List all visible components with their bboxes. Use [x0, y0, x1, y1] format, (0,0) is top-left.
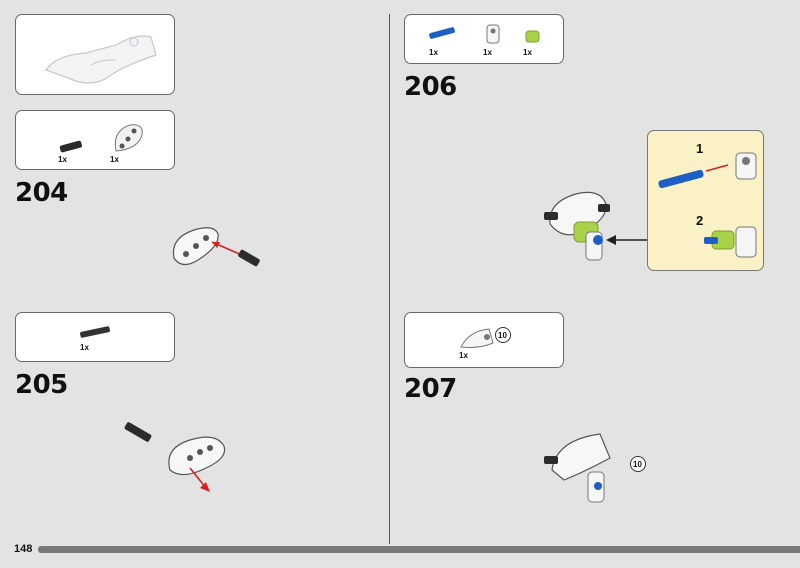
black-pin-icon: [59, 140, 82, 153]
callout-arrow-icon: [606, 235, 650, 245]
step-204-parts-list: 1x 1x: [15, 110, 175, 170]
step-206-substep-callout: 1 2: [647, 130, 764, 271]
size-label: 10: [633, 460, 642, 469]
model-preview-icon: [45, 35, 157, 84]
substep-number: 1: [696, 141, 704, 156]
substep-1-icon: [658, 152, 757, 189]
white-panel-icon: [460, 328, 494, 348]
previous-model-thumbnail: [15, 14, 175, 95]
page-divider: [389, 14, 390, 544]
blue-pin-icon: [429, 27, 455, 39]
substep-2-icon: [704, 226, 757, 258]
size-indicator-icon: [495, 327, 511, 343]
page-progress-bar: [38, 546, 800, 553]
step-number: 206: [404, 72, 457, 102]
step-205-assembly-icon: [124, 422, 226, 492]
part-qty: 1x: [459, 351, 468, 360]
part-qty: 1x: [58, 155, 67, 164]
step-206-parts-list: 1x 1x 1x: [404, 14, 564, 64]
step-207-parts-list: 1x 10: [404, 312, 564, 368]
part-qty: 1x: [110, 155, 119, 164]
page-number: 148: [14, 543, 33, 555]
step-204-assembly-icon: [172, 227, 260, 267]
part-qty: 1x: [80, 343, 89, 352]
step-205-parts-list: 1x: [15, 312, 175, 362]
part-qty: 1x: [429, 48, 438, 57]
part-qty: 1x: [483, 48, 492, 57]
step-number: 207: [404, 374, 457, 404]
size-label: 10: [498, 331, 507, 340]
step-207-assembly-icon: [544, 433, 646, 503]
substep-number: 2: [696, 213, 704, 228]
white-beam-icon: [114, 124, 143, 152]
step-number: 204: [15, 178, 68, 208]
part-qty: 1x: [523, 48, 532, 57]
step-number: 205: [15, 370, 68, 400]
white-connector-icon: [486, 24, 500, 44]
lime-bush-icon: [525, 30, 540, 43]
step-206-assembly-icon: [544, 191, 610, 261]
black-axle-pin-icon: [80, 326, 110, 338]
